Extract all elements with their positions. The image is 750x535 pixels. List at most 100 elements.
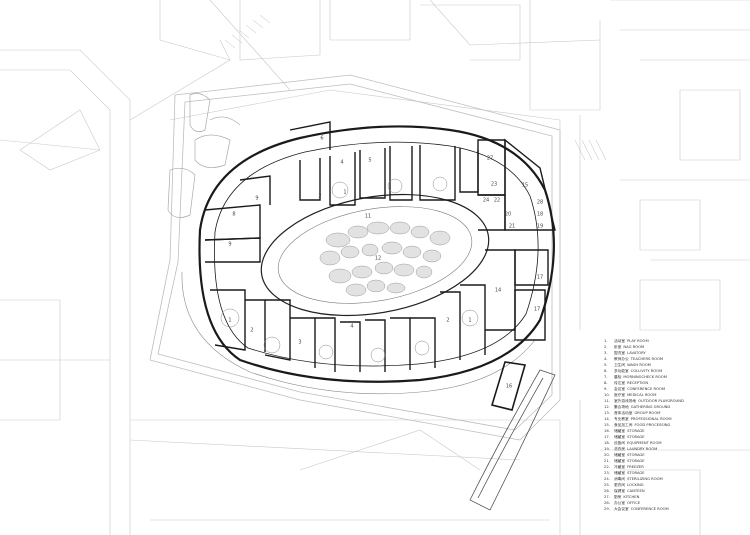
legend-english-name: MEDICAL ROOM: [627, 393, 657, 398]
legend-number: 14.: [604, 417, 610, 422]
legend-chinese-name: 办公室: [614, 501, 626, 506]
room-number-23: 23: [491, 182, 497, 188]
legend-english-name: FREEZER: [627, 465, 644, 470]
legend-english-name: COLLIVITY ROOM: [630, 369, 663, 374]
legend-chinese-name: 盥洗室: [614, 351, 626, 356]
legend-english-name: CANTEEN: [627, 489, 645, 494]
gathering-number: 12: [375, 256, 381, 262]
legend-chinese-name: 传达室: [614, 381, 626, 386]
legend-english-name: PLAY ROOM: [627, 339, 649, 343]
room-number-5-top: 5: [368, 158, 371, 164]
gathering-blobs: [319, 221, 451, 297]
legend-english-name: PROFESSIONAL ROOM: [630, 417, 672, 422]
legend-english-name: LAUNDRY ROOM: [627, 447, 658, 452]
legend-chinese-name: 卫生间: [614, 363, 626, 368]
parking-stripes: [224, 14, 607, 161]
legend-english-name: NAG ROOM: [623, 345, 645, 350]
legend-number: 6.: [604, 369, 608, 374]
legend-english-name: MORNINGCHECK ROOM: [623, 375, 667, 380]
legend-number: 25.: [604, 483, 610, 488]
legend-number: 1.: [604, 339, 608, 343]
play-equipment-left: [167, 93, 241, 218]
legend-number: 16.: [604, 429, 610, 434]
room-number-2-right: 2: [446, 318, 449, 324]
legend-number: 10.: [604, 393, 610, 398]
legend-chinese-name: 保健室: [614, 489, 626, 494]
legend-english-name: GATHERING GROUND: [630, 405, 671, 410]
legend-chinese-name: 储藏室: [614, 435, 626, 440]
legend-chinese-name: 室外游戏场地: [614, 399, 637, 404]
room-number-6: 6: [320, 136, 323, 142]
legend-chinese-name: 大会议室: [614, 507, 629, 512]
room-number-1-left: 1: [228, 318, 231, 324]
legend-number: 21.: [604, 459, 610, 464]
legend-number: 11.: [604, 399, 610, 404]
room-number-2-left: 2: [250, 328, 253, 334]
legend-chinese-name: 厨房: [614, 495, 622, 500]
legend-english-name: OFFICE: [627, 501, 641, 506]
room-number-10: 9: [255, 196, 258, 202]
room-number-8: 8: [232, 212, 235, 218]
legend-number: 15.: [604, 423, 610, 428]
legend-english-name: LOCKING: [627, 483, 644, 488]
legend-number: 13.: [604, 411, 610, 416]
legend-number: 22.: [604, 465, 610, 470]
site-boundary: [149, 74, 561, 441]
legend-english-name: STORAGE: [627, 471, 645, 476]
room-number-17a: 17: [537, 275, 543, 281]
legend-chinese-name: 卧室: [614, 345, 622, 350]
legend-chinese-name: 储藏室: [614, 429, 626, 434]
legend-english-name: FOOD PROCESSING: [634, 423, 671, 428]
room-number-27: 27: [487, 156, 493, 162]
legend-chinese-name: 储藏室: [614, 453, 626, 458]
legend-chinese-name: 音体活动室: [614, 411, 633, 416]
legend-number: 5.: [604, 363, 608, 368]
legend-chinese-name: 储藏室: [614, 459, 626, 464]
legend-chinese-name: 更衣间: [614, 483, 626, 488]
legend-number: 26.: [604, 489, 610, 494]
room-number-15: 15: [522, 183, 528, 189]
legend-english-name: STORAGE: [627, 429, 645, 434]
room-walls: [204, 121, 556, 411]
room-number-9: 9: [228, 242, 231, 248]
legend-number: 2.: [604, 345, 608, 350]
legend-chinese-name: 食品加工间: [614, 423, 633, 428]
legend-english-name: OUTDOOR PLAYGROUND: [638, 399, 684, 404]
legend-number: 9.: [604, 387, 608, 392]
legend-chinese-name: 洗衣房: [614, 447, 626, 452]
legend-number: 3.: [604, 351, 608, 356]
legend-english-name: CONFERENCE ROOM: [627, 387, 666, 392]
room-number-labels: 1 2 4 5 6 9 9 8 1 2 3 4 2 1 27 15 20 21 …: [228, 136, 543, 390]
legend-english-name: STORAGE: [627, 435, 645, 440]
legend-number: 29.: [604, 507, 610, 512]
room-number-21: 21: [509, 224, 515, 230]
room-number-17b: 17: [534, 307, 540, 313]
legend-chinese-name: 集合场地: [614, 405, 629, 410]
legend-chinese-name: 医疗室: [614, 393, 626, 398]
room-number-14: 14: [495, 288, 501, 294]
legend-english-name: RECEPTION: [627, 381, 649, 386]
legend-english-name: TEACHERS ROOM: [630, 357, 664, 362]
legend-english-name: GROUP ROOM: [634, 411, 661, 416]
legend-english-name: STORAGE: [627, 453, 645, 458]
